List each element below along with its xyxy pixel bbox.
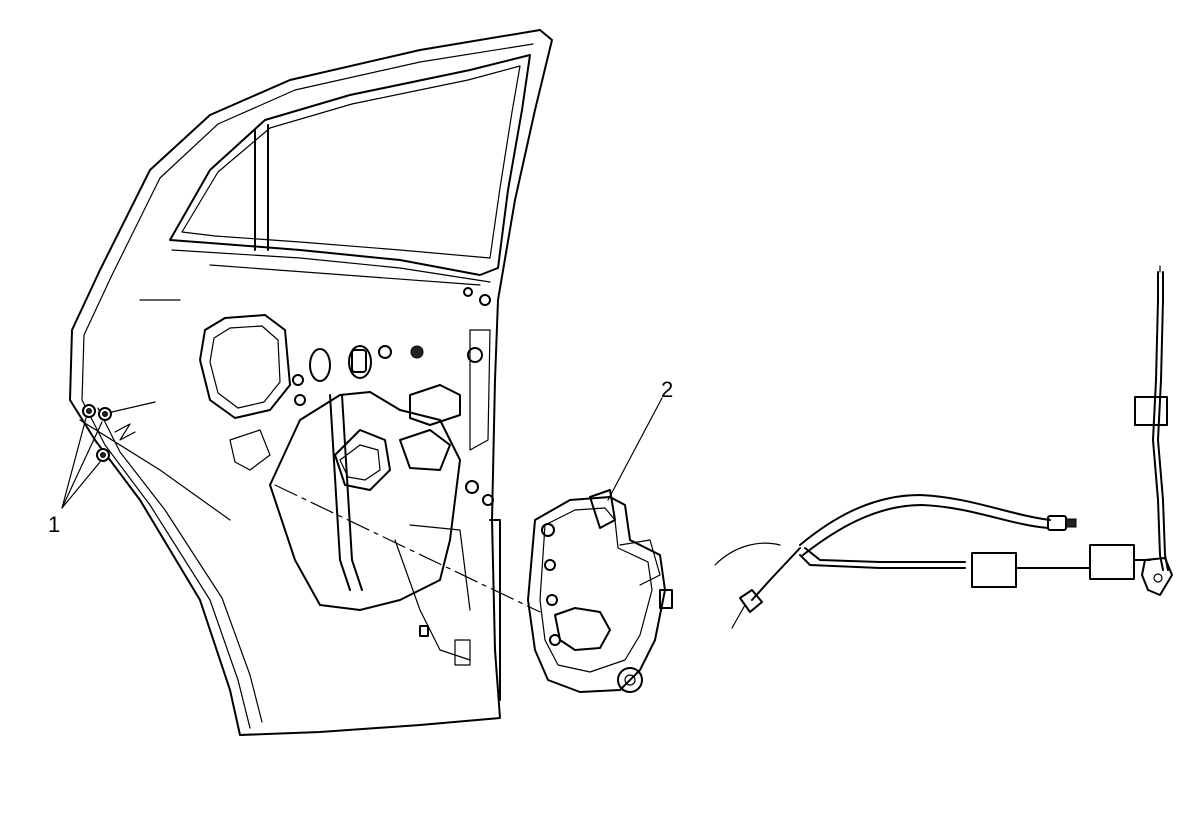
callout-2-leader <box>607 397 663 501</box>
fastener-bolts <box>61 401 156 509</box>
callout-number-2: 2 <box>661 377 674 402</box>
alignment-line <box>274 484 541 613</box>
latch-cables <box>714 265 1173 629</box>
door-latch-assembly <box>527 489 673 693</box>
rear-door-panel <box>69 29 553 736</box>
callout-number-1: 1 <box>48 512 61 537</box>
